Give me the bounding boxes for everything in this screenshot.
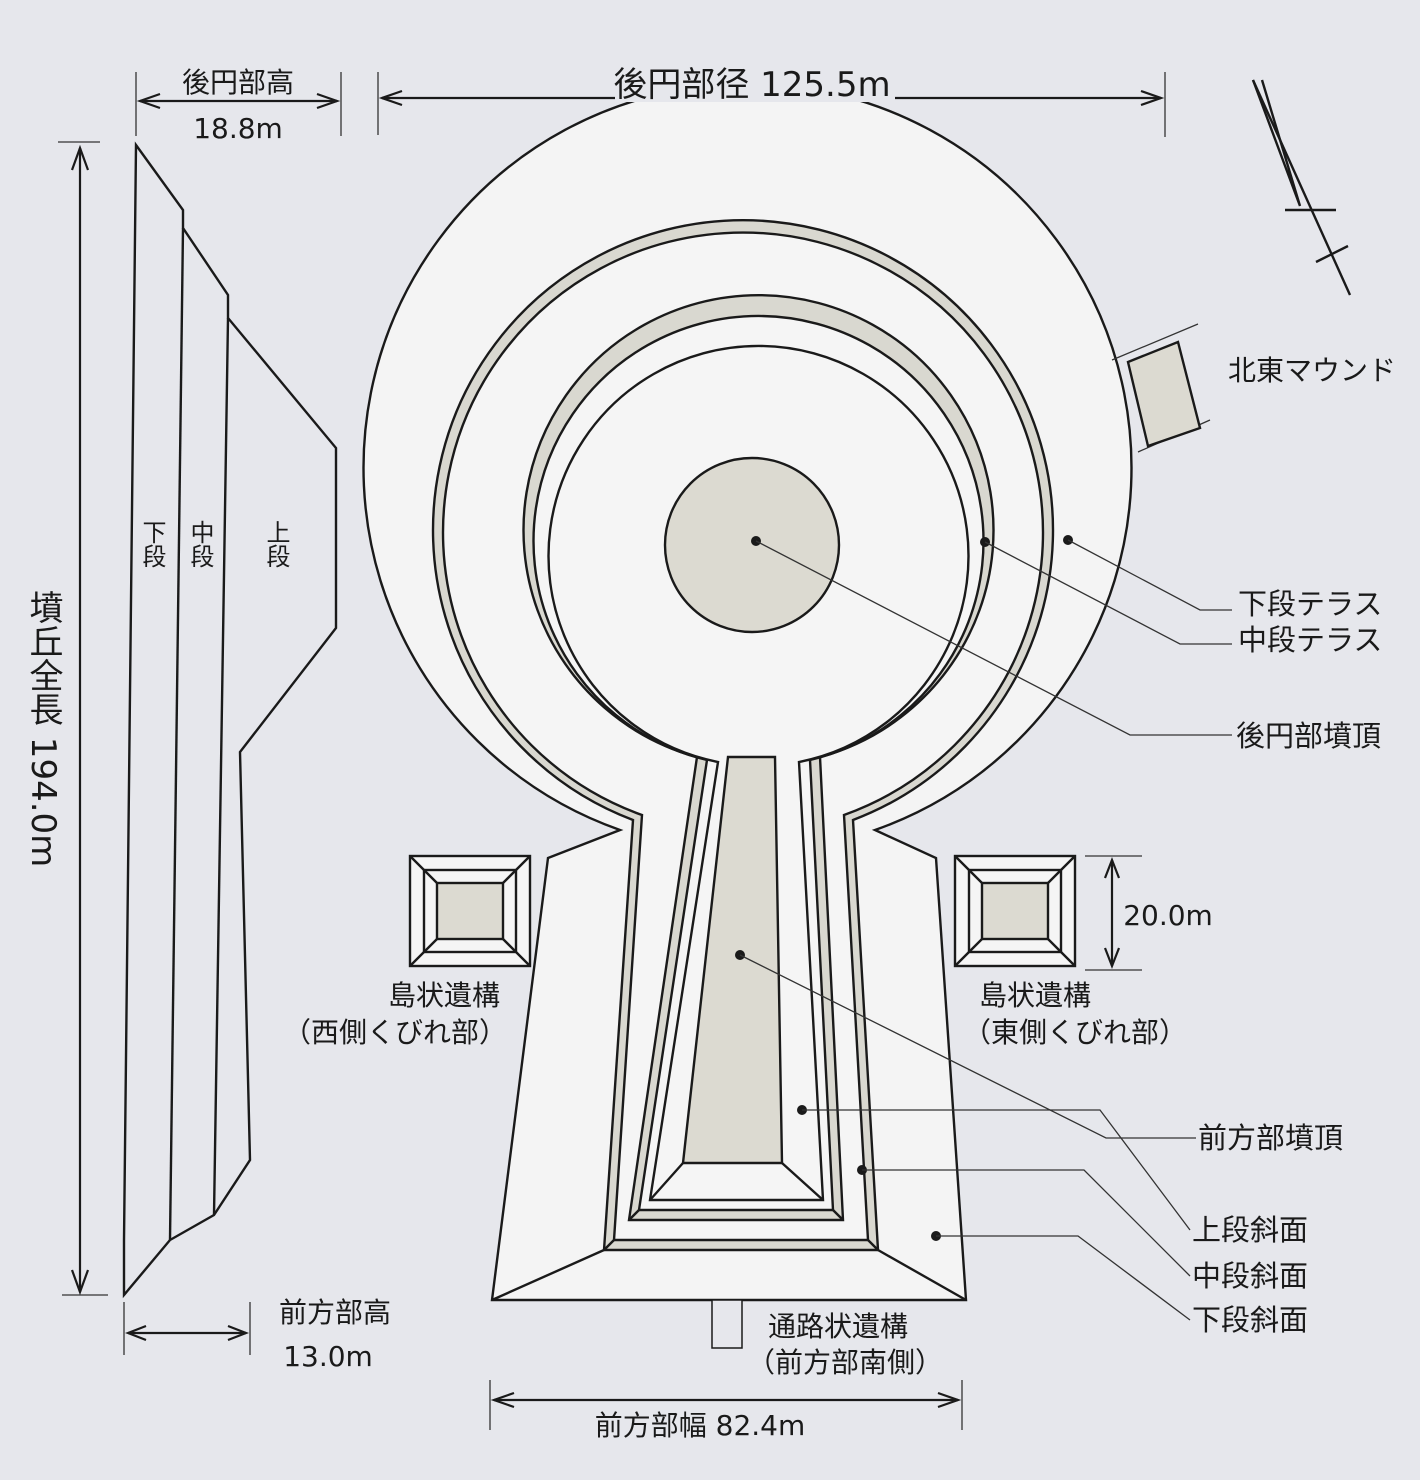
callout-front-summit: 前方部墳頂 — [1198, 1121, 1343, 1155]
rear-diameter-label: 後円部径 125.5m — [613, 65, 890, 105]
rear-diameter-dimension: 後円部径 125.5m — [377, 62, 1166, 137]
rear-summit — [663, 456, 841, 634]
road-rect — [711, 1299, 743, 1349]
ne-mound: 北東マウンド — [1111, 323, 1396, 453]
total-length-label: 墳丘全長 194.0m — [23, 590, 63, 867]
ne-mound-shape — [1126, 340, 1202, 448]
front-height-title: 前方部高 — [279, 1296, 391, 1329]
island-size-dimension: 20.0m — [1085, 855, 1213, 971]
profile-lower-step — [168, 227, 185, 1241]
callout-rear-summit: 後円部墳頂 — [1236, 719, 1381, 753]
west-island: 島状遺構 （西側くびれ部） — [283, 854, 532, 1049]
total-length-dimension: 墳丘全長 194.0m — [23, 141, 108, 1296]
keyhole-plan — [362, 82, 1133, 1302]
north-arrow-icon — [1251, 79, 1352, 296]
profile-lower-label: 下段 — [138, 520, 166, 568]
profile-upper-label: 上段 — [262, 520, 290, 568]
west-island-note: （西側くびれ部） — [283, 1016, 507, 1049]
callout-lower-slope: 下段斜面 — [1192, 1303, 1308, 1337]
east-island-note: （東側くびれ部） — [963, 1016, 1187, 1049]
callout-lower-terrace: 下段テラス — [1238, 587, 1382, 621]
callout-middle-slope: 中段斜面 — [1192, 1259, 1308, 1293]
road-feature: 通路状遺構 （前方部南側） — [711, 1299, 943, 1379]
east-island-name: 島状遺構 — [979, 979, 1091, 1012]
callout-leaders — [739, 539, 1232, 1321]
side-profile: 下段 中段 上段 — [122, 141, 338, 1299]
front-height-value: 13.0m — [283, 1340, 373, 1373]
profile-middle-label: 中段 — [186, 520, 214, 568]
profile-middle-step — [212, 317, 230, 1216]
front-width-dimension: 前方部幅 82.4m — [489, 1380, 963, 1442]
road-name: 通路状遺構 — [768, 1310, 908, 1343]
callout-middle-terrace: 中段テラス — [1238, 623, 1382, 657]
road-note: （前方部南側） — [747, 1346, 943, 1379]
front-width-label: 前方部幅 82.4m — [595, 1409, 806, 1442]
west-island-name: 島状遺構 — [388, 979, 500, 1012]
east-island: 島状遺構 （東側くびれ部） — [953, 854, 1187, 1049]
rear-height-title: 後円部高 — [182, 66, 294, 99]
island-size-label: 20.0m — [1123, 899, 1213, 932]
rear-height-dimension: 後円部高 18.8m — [135, 66, 342, 145]
callout-upper-slope: 上段斜面 — [1192, 1213, 1308, 1247]
front-height-dimension: 前方部高 13.0m — [123, 1296, 391, 1373]
ne-mound-label: 北東マウンド — [1228, 354, 1396, 387]
rear-height-value: 18.8m — [193, 112, 283, 145]
profile-outline — [122, 141, 338, 1299]
